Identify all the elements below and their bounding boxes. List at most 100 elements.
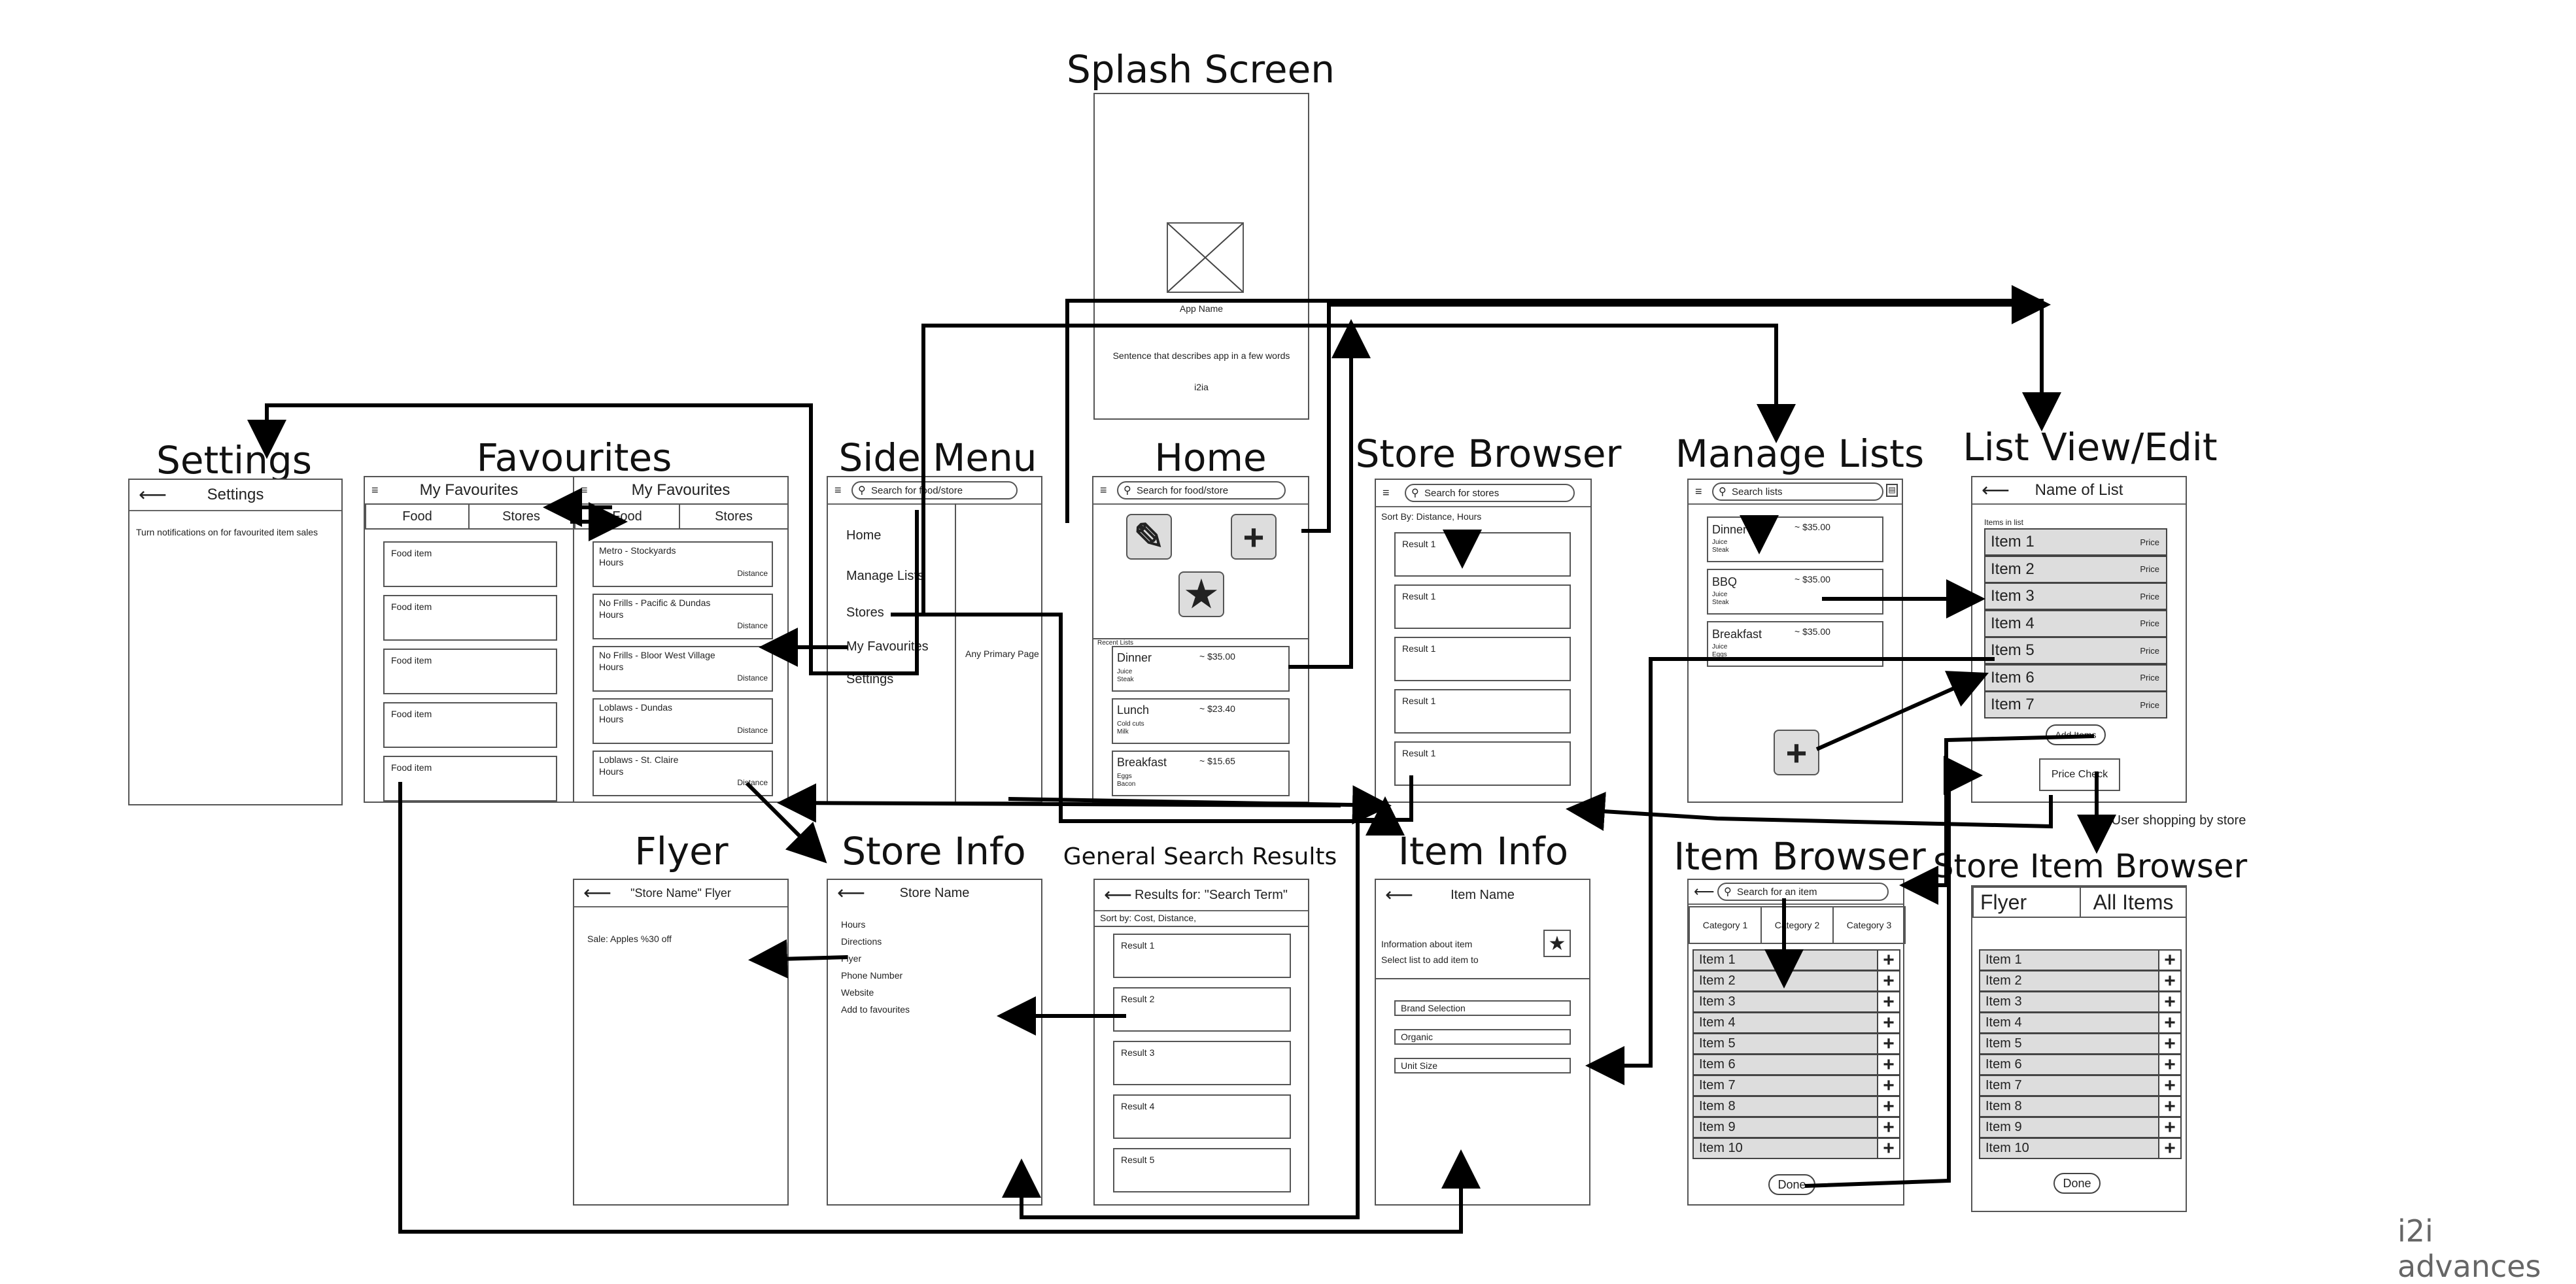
- search-input[interactable]: ⚲ Search for food/store: [1117, 481, 1286, 499]
- favourite-star-icon[interactable]: ★: [1543, 930, 1571, 957]
- list-search-input[interactable]: ⚲ Search lists: [1712, 482, 1883, 501]
- store-result-card[interactable]: Result 1: [1394, 741, 1571, 786]
- add-plus-icon[interactable]: +: [1877, 970, 1899, 992]
- item-row[interactable]: Item 10+: [1979, 1138, 2182, 1159]
- item-row[interactable]: Item 3+: [1979, 991, 2182, 1013]
- item-row[interactable]: Item 10+: [1692, 1138, 1900, 1159]
- add-plus-icon[interactable]: +: [1877, 1117, 1899, 1138]
- add-plus-icon[interactable]: +: [2158, 1075, 2180, 1096]
- search-input[interactable]: ⚲ Search for food/store: [851, 481, 1018, 499]
- food-item-card[interactable]: Food item: [383, 649, 557, 694]
- search-result-card[interactable]: Result 1: [1113, 934, 1291, 978]
- add-plus-icon[interactable]: +: [1877, 1075, 1899, 1096]
- add-plus-icon[interactable]: +: [1877, 991, 1899, 1013]
- side-menu-item[interactable]: Manage Lists: [846, 569, 924, 583]
- search-result-card[interactable]: Result 4: [1113, 1094, 1291, 1139]
- food-item-card[interactable]: Food item: [383, 541, 557, 587]
- add-plus-icon[interactable]: +: [2158, 1117, 2180, 1138]
- store-info-item[interactable]: Website: [841, 987, 874, 998]
- add-plus-icon[interactable]: +: [1877, 1054, 1899, 1075]
- item-option-select[interactable]: Unit Size: [1394, 1058, 1571, 1073]
- back-arrow-icon[interactable]: ⟵: [1982, 479, 2010, 501]
- search-result-card[interactable]: Result 3: [1113, 1041, 1291, 1085]
- back-arrow-icon[interactable]: ⟵: [583, 882, 612, 904]
- item-search-input[interactable]: ⚲ Search for an item: [1717, 883, 1889, 901]
- menu-icon[interactable]: ≡: [834, 483, 842, 497]
- menu-icon[interactable]: ≡: [1100, 483, 1107, 497]
- store-result-card[interactable]: Result 1: [1394, 637, 1571, 681]
- add-plus-icon[interactable]: +: [1877, 1138, 1899, 1159]
- search-result-card[interactable]: Result 5: [1113, 1148, 1291, 1192]
- item-row[interactable]: Item 6+: [1692, 1054, 1900, 1075]
- price-check-button[interactable]: Price Check: [2039, 758, 2120, 791]
- store-result-card[interactable]: Result 1: [1394, 689, 1571, 734]
- add-plus-icon[interactable]: +: [2158, 1096, 2180, 1117]
- add-plus-icon[interactable]: +: [2158, 949, 2180, 971]
- store-result-card[interactable]: Result 1: [1394, 532, 1571, 577]
- food-item-card[interactable]: Food item: [383, 595, 557, 641]
- menu-icon[interactable]: ≡: [1695, 484, 1702, 498]
- store-search-input[interactable]: ⚲ Search for stores: [1405, 484, 1575, 502]
- menu-icon[interactable]: ≡: [371, 483, 379, 497]
- category-tab[interactable]: Category 3: [1832, 906, 1906, 944]
- item-row[interactable]: Item 5+: [1979, 1033, 2182, 1055]
- tab-all-items[interactable]: All Items: [2080, 887, 2187, 918]
- item-row[interactable]: Item 7+: [1979, 1075, 2182, 1096]
- item-row[interactable]: Item 9+: [1979, 1117, 2182, 1138]
- side-menu-item[interactable]: Settings: [846, 672, 894, 686]
- side-menu-item[interactable]: Home: [846, 528, 882, 543]
- back-arrow-icon[interactable]: ⟵: [1385, 884, 1414, 906]
- store-info-item[interactable]: Phone Number: [841, 970, 903, 981]
- add-plus-icon[interactable]: +: [2158, 970, 2180, 992]
- edit-pencil-icon[interactable]: ✎: [1126, 514, 1172, 560]
- add-plus-icon[interactable]: +: [1231, 514, 1277, 560]
- store-result-card[interactable]: Result 1: [1394, 584, 1571, 629]
- add-list-plus-icon[interactable]: +: [1774, 730, 1819, 775]
- side-menu-item[interactable]: Stores: [846, 605, 884, 620]
- store-info-item[interactable]: Hours: [841, 919, 866, 930]
- search-sort-text[interactable]: Sort by: Cost, Distance,: [1100, 913, 1197, 923]
- menu-icon[interactable]: ≡: [1382, 486, 1390, 499]
- add-plus-icon[interactable]: +: [1877, 1096, 1899, 1117]
- menu-icon[interactable]: ≡: [581, 483, 588, 497]
- add-plus-icon[interactable]: +: [1877, 1012, 1899, 1034]
- add-plus-icon[interactable]: +: [2158, 1138, 2180, 1159]
- done-button[interactable]: Done: [2053, 1173, 2101, 1194]
- food-item-card[interactable]: Food item: [383, 756, 557, 802]
- add-plus-icon[interactable]: +: [1877, 949, 1899, 971]
- back-arrow-icon[interactable]: ⟵: [139, 484, 167, 506]
- store-sort-text[interactable]: Sort By: Distance, Hours: [1381, 511, 1482, 522]
- add-plus-icon[interactable]: +: [2158, 1054, 2180, 1075]
- search-result-card[interactable]: Result 2: [1113, 987, 1291, 1032]
- trash-icon[interactable]: ▤: [1886, 484, 1898, 497]
- side-menu-item[interactable]: My Favourites: [846, 639, 929, 654]
- back-arrow-icon[interactable]: ⟵: [1104, 884, 1133, 906]
- add-plus-icon[interactable]: +: [2158, 1012, 2180, 1034]
- item-row[interactable]: Item 2+: [1979, 970, 2182, 992]
- add-plus-icon[interactable]: +: [2158, 1033, 2180, 1055]
- back-arrow-icon[interactable]: ⟵: [837, 882, 866, 904]
- add-plus-icon[interactable]: +: [1877, 1033, 1899, 1055]
- add-plus-icon[interactable]: +: [2158, 991, 2180, 1013]
- food-item-card[interactable]: Food item: [383, 702, 557, 748]
- favourite-star-icon[interactable]: ★: [1178, 571, 1224, 617]
- settings-notification-text[interactable]: Turn notifications on for favourited ite…: [136, 527, 318, 537]
- item-row[interactable]: Item 8+: [1692, 1096, 1900, 1117]
- store-info-item[interactable]: Add to favourites: [841, 1004, 910, 1015]
- tab-stores[interactable]: Stores: [679, 503, 789, 530]
- back-arrow-icon[interactable]: ⟵: [1694, 883, 1715, 900]
